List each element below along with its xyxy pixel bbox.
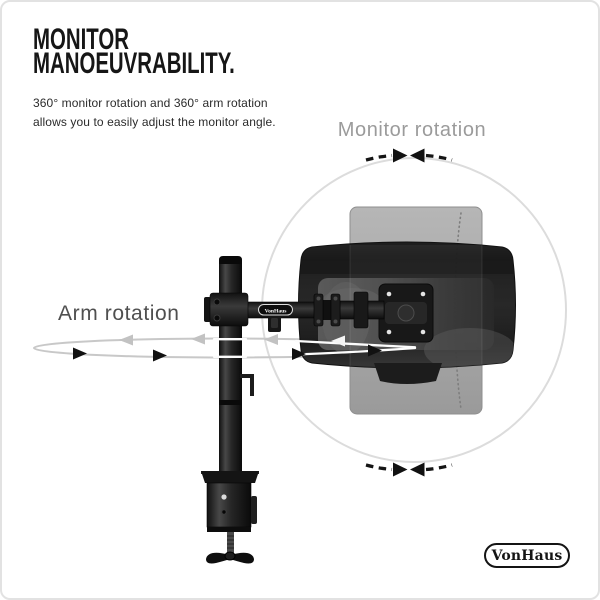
title-line-1: MONITOR — [33, 23, 129, 56]
vonhaus-logo-text: VonHaus — [491, 547, 563, 564]
arm-rotation-label: Arm rotation — [58, 302, 180, 325]
arm-rotation-right-arrow-icon — [73, 347, 167, 362]
arm-brand-badge: VonHaus — [258, 304, 293, 316]
pole-cable-hook — [240, 374, 254, 396]
vesa-screws — [386, 291, 426, 335]
vesa-plate — [378, 283, 434, 343]
vonhaus-logo: VonHaus — [484, 543, 570, 568]
monitor-rotation-arrows-bottom-icon — [365, 462, 453, 477]
arm-brand-badge-text: VonHaus — [265, 308, 288, 314]
clamp-bolt — [221, 509, 227, 515]
clamp-screw-hole — [221, 494, 227, 500]
monitor-rotation-label: Monitor rotation — [337, 119, 487, 141]
arm-cable-clip — [268, 316, 281, 332]
pole-collar — [204, 292, 249, 327]
arm-rotation-left-arrow-icon — [119, 333, 278, 346]
arm-rotation-white-left-arrow-icon — [331, 335, 345, 347]
monitor-back — [298, 241, 516, 384]
mount-arm: VonHaus — [241, 291, 385, 332]
page-subtitle: 360° monitor rotation and 360° arm rotat… — [33, 94, 276, 132]
desk-clamp — [201, 471, 259, 564]
page-title: MONITOR MANOEUVRABILITY. — [33, 23, 235, 80]
mount-pole — [204, 256, 254, 483]
subtitle-line-1: 360° monitor rotation and 360° arm rotat… — [33, 96, 268, 110]
arm-hinge-joint — [313, 293, 341, 327]
arm-rotation-black-right-arrow-icon — [292, 344, 382, 360]
title-line-2: MANOEUVRABILITY. — [33, 47, 235, 80]
clamp-screw-handle — [206, 532, 254, 564]
arm-rotation-overlay-lines — [212, 338, 417, 358]
monitor-rotation-arrows-top-icon — [365, 148, 453, 163]
subtitle-line-2: allows you to easily adjust the monitor … — [33, 115, 276, 129]
monitor-cable-cover — [374, 363, 442, 384]
